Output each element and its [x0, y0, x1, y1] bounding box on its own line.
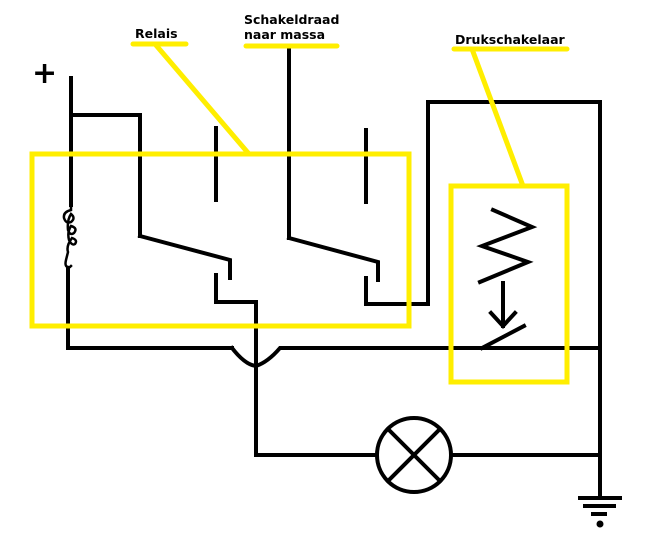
- ground-icon: [578, 496, 622, 516]
- relay-contact-1-common: [214, 273, 258, 457]
- relay-coil: [62, 203, 78, 269]
- push-switch-highlight-box: [448, 183, 570, 385]
- lamp-cross: [385, 426, 443, 484]
- switch-wire-label-line1: Schakeldraad: [244, 12, 340, 27]
- ground-dot: [596, 520, 604, 528]
- lamp-icon: [375, 416, 453, 494]
- relay-contact-2-arm: [286, 235, 380, 282]
- coil-lower-wire: [66, 266, 234, 350]
- spring-icon: [476, 207, 538, 285]
- relay-highlight-box: [29, 151, 412, 329]
- push-switch-lever: [479, 323, 527, 351]
- switch-wire-label-line2: naar massa: [244, 27, 326, 42]
- relay-contact-2-common: [364, 100, 602, 500]
- arrow-down-icon: [488, 281, 518, 329]
- relay-contact-1-arm: [137, 233, 232, 280]
- positive-terminal-symbol: +: [32, 56, 58, 91]
- relay-label: Relais: [135, 26, 178, 41]
- wire-crossover: [229, 345, 600, 369]
- relay-label-pointer: [152, 41, 252, 157]
- push-switch-label: Drukschakelaar: [455, 32, 565, 47]
- wire-to-contact-1: [69, 113, 142, 238]
- push-switch-label-pointer: [469, 46, 526, 189]
